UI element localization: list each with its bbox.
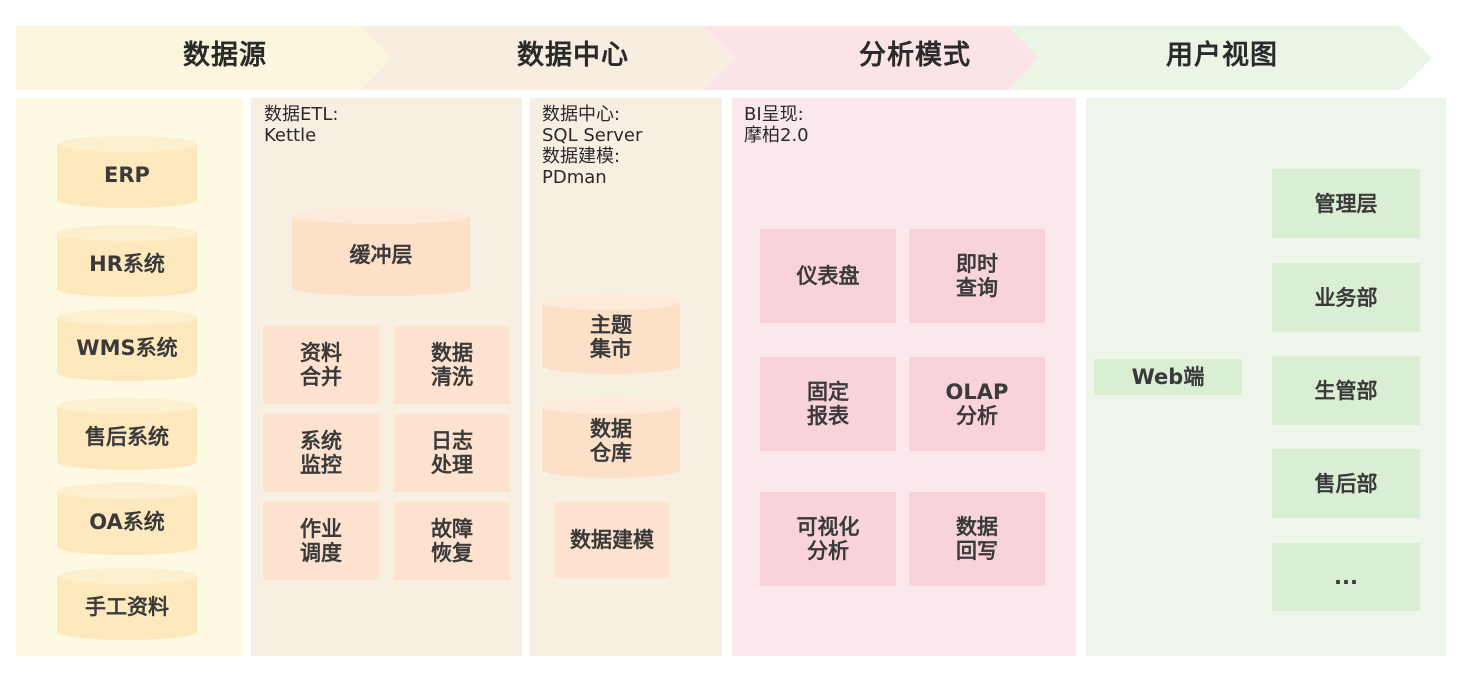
etl-task: 故障 恢复 bbox=[394, 502, 510, 580]
stage-arrow-users bbox=[1007, 26, 1432, 90]
bi-note: BI呈现: 摩柏2.0 bbox=[744, 104, 809, 146]
stage-header-arrows bbox=[16, 26, 1432, 90]
header-datacenter: 数据中心 bbox=[517, 40, 629, 71]
bi-mode: 数据 回写 bbox=[909, 492, 1045, 586]
bi-mode: 可视化 分析 bbox=[760, 492, 896, 586]
source-label: WMS系统 bbox=[76, 336, 178, 360]
etl-task: 日志 处理 bbox=[394, 414, 510, 492]
etl-task: 系统 监控 bbox=[263, 414, 379, 492]
etl-task: 数据 清洗 bbox=[394, 326, 510, 404]
data-modeling-box: 数据建模 bbox=[554, 502, 670, 578]
source-hr: HR系统 bbox=[57, 225, 197, 297]
store-topic-mart: 主题 集市 bbox=[542, 294, 680, 374]
bi-mode: 仪表盘 bbox=[760, 229, 896, 323]
source-manual: 手工资料 bbox=[57, 568, 197, 640]
header-sources: 数据源 bbox=[183, 40, 267, 71]
source-label: ERP bbox=[104, 163, 150, 187]
store-label: 数据 仓库 bbox=[590, 417, 632, 465]
stage-arrow-sources bbox=[16, 26, 392, 90]
department-box: 生管部 bbox=[1272, 356, 1420, 425]
bi-mode: 即时 查询 bbox=[909, 229, 1045, 323]
source-erp: ERP bbox=[57, 136, 197, 208]
source-label: OA系统 bbox=[89, 510, 165, 534]
department-box: 管理层 bbox=[1272, 169, 1420, 238]
stage-arrow-datacenter bbox=[360, 26, 735, 90]
source-aftersales: 售后系统 bbox=[57, 398, 197, 470]
source-oa: OA系统 bbox=[57, 483, 197, 555]
source-label: 手工资料 bbox=[85, 595, 169, 619]
department-box: ... bbox=[1272, 543, 1420, 611]
department-box: 售后部 bbox=[1272, 449, 1420, 518]
source-wms: WMS系统 bbox=[57, 309, 197, 381]
bi-mode: 固定 报表 bbox=[760, 357, 896, 451]
store-label: 主题 集市 bbox=[590, 313, 632, 361]
buffer-label: 缓冲层 bbox=[349, 243, 413, 267]
bi-mode: OLAP 分析 bbox=[909, 357, 1045, 451]
source-label: 售后系统 bbox=[85, 425, 169, 449]
etl-note: 数据ETL: Kettle bbox=[264, 104, 339, 146]
department-box: 业务部 bbox=[1272, 263, 1420, 332]
source-label: HR系统 bbox=[89, 252, 165, 276]
web-channel: Web端 bbox=[1094, 359, 1242, 395]
header-analysis: 分析模式 bbox=[859, 40, 971, 71]
buffer-layer: 缓冲层 bbox=[292, 208, 470, 296]
datacenter-note: 数据中心: SQL Server 数据建模: PDman bbox=[542, 104, 643, 188]
etl-task: 资料 合并 bbox=[263, 326, 379, 404]
etl-task: 作业 调度 bbox=[263, 502, 379, 580]
stage-arrow-analysis bbox=[703, 26, 1039, 90]
store-warehouse: 数据 仓库 bbox=[542, 398, 680, 478]
header-users: 用户视图 bbox=[1166, 40, 1278, 71]
